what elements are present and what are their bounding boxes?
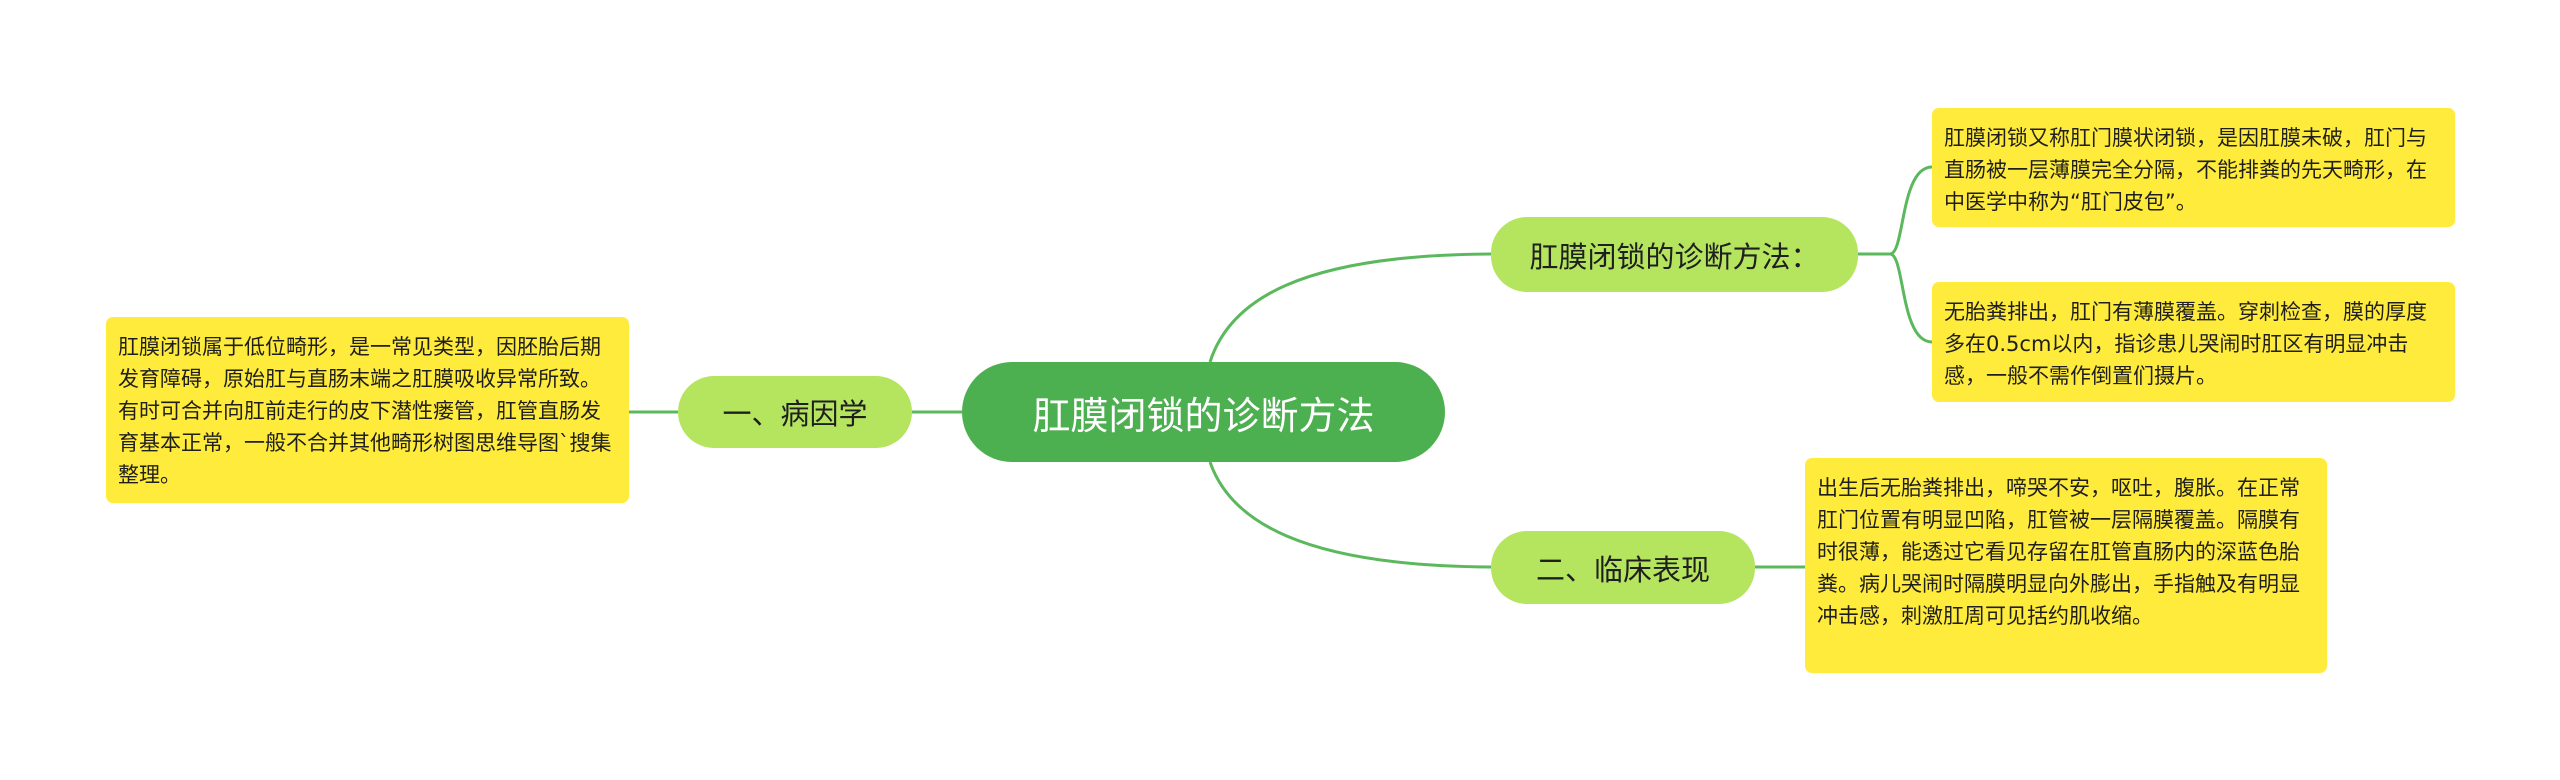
leaf-diagnosis-exam-text: 无胎粪排出，肛门有薄膜覆盖。穿刺检查，膜的厚度多在0.5cm以内，指诊患儿哭闹时… (1944, 300, 2427, 388)
connector-root-to-clinical (1208, 461, 1492, 569)
branch-etiology[interactable]: 一、病因学 (678, 376, 912, 448)
branch-clinical-manifestation-label: 二、临床表现 (1535, 552, 1710, 587)
leaf-clinical-note[interactable]: 出生后无胎粪排出，啼哭不安，呕吐，腹胀。在正常肛门位置有明显凹陷，肛管被一层隔膜… (1805, 458, 2327, 673)
branch-etiology-label: 一、病因学 (722, 397, 868, 431)
root-topic-label: 肛膜闭锁的诊断方法 (1032, 393, 1375, 438)
connector-diagnosis-to-leaf2 (1889, 252, 1933, 344)
leaf-etiology-text: 肛膜闭锁属于低位畸形，是一常见类型，因胚胎后期发育障碍，原始肛与直肠末端之肛膜吸… (118, 335, 612, 487)
branch-clinical-manifestation[interactable]: 二、临床表现 (1491, 531, 1755, 604)
leaf-diagnosis-definition-text: 肛膜闭锁又称肛门膜状闭锁，是因肛膜未破，肛门与直肠被一层薄膜完全分隔，不能排粪的… (1944, 126, 2427, 214)
connector-diagnosis-to-leaf1 (1889, 165, 1933, 256)
branch-diagnosis-method-label: 肛膜闭锁的诊断方法： (1529, 239, 1820, 274)
leaf-diagnosis-exam[interactable]: 无胎粪排出，肛门有薄膜覆盖。穿刺检查，膜的厚度多在0.5cm以内，指诊患儿哭闹时… (1932, 282, 2455, 402)
leaf-diagnosis-definition[interactable]: 肛膜闭锁又称肛门膜状闭锁，是因肛膜未破，肛门与直肠被一层薄膜完全分隔，不能排粪的… (1932, 108, 2455, 227)
root-topic[interactable]: 肛膜闭锁的诊断方法 (962, 362, 1445, 462)
leaf-clinical-text: 出生后无胎粪排出，啼哭不安，呕吐，腹胀。在正常肛门位置有明显凹陷，肛管被一层隔膜… (1817, 476, 2300, 628)
leaf-etiology-note[interactable]: 肛膜闭锁属于低位畸形，是一常见类型，因胚胎后期发育障碍，原始肛与直肠末端之肛膜吸… (106, 317, 629, 503)
branch-diagnosis-method[interactable]: 肛膜闭锁的诊断方法： (1491, 217, 1858, 292)
connector-root-to-diagnosis (1208, 252, 1492, 363)
